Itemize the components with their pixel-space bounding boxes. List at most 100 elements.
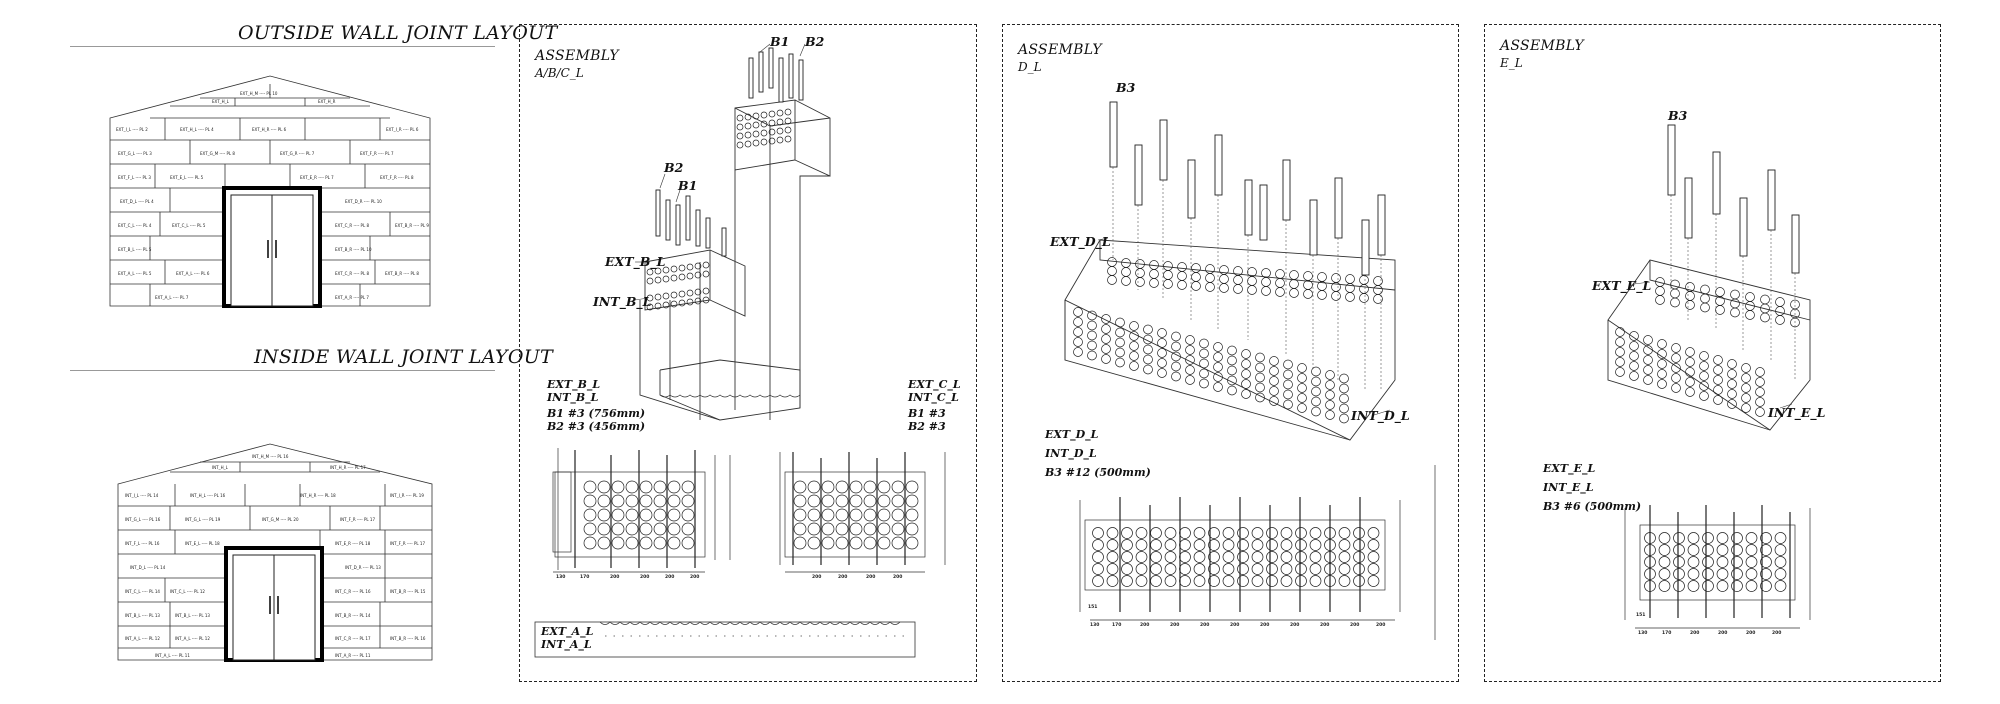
- svg-text:EXT_A_R ---- PL 7: EXT_A_R ---- PL 7: [335, 295, 369, 300]
- svg-text:EXT_H_L: EXT_H_L: [212, 99, 230, 104]
- svg-text:INT_C_R ---- PL 16: INT_C_R ---- PL 16: [335, 589, 371, 594]
- panel3-subheading: E_L: [1500, 56, 1523, 70]
- note-line: B1 #3: [908, 407, 946, 420]
- svg-text:INT_B_R ---- PL 16: INT_B_R ---- PL 16: [390, 636, 426, 641]
- svg-text:INT_B_R ---- PL 14: INT_B_R ---- PL 14: [335, 613, 371, 618]
- svg-text:EXT_H_R ---- PL 6: EXT_H_R ---- PL 6: [252, 127, 287, 132]
- svg-text:INT_H_L ---- PL 16: INT_H_L ---- PL 16: [190, 493, 226, 498]
- panel1-notes-left: EXT_B_L INT_B_L B1 #3 (756mm) B2 #3 (456…: [547, 378, 645, 433]
- label-ext-b: EXT_B_L: [605, 254, 666, 269]
- svg-text:EXT_F_L ---- PL 3: EXT_F_L ---- PL 3: [118, 175, 151, 180]
- panel2-subheading: D_L: [1018, 60, 1042, 74]
- panel1-notes-bottom: EXT_A_L INT_A_L: [541, 625, 593, 651]
- svg-text:EXT_B_R ---- PL 8: EXT_B_R ---- PL 8: [385, 271, 419, 276]
- svg-text:INT_H_R ---- PL 18: INT_H_R ---- PL 18: [300, 493, 336, 498]
- panel3-notes: EXT_E_L INT_E_L B3 #6 (500mm): [1543, 462, 1641, 513]
- panel2-heading: ASSEMBLY: [1018, 42, 1102, 58]
- svg-text:EXT_E_L ---- PL 5: EXT_E_L ---- PL 5: [170, 175, 204, 180]
- svg-text:INT_A_L ---- PL 12: INT_A_L ---- PL 12: [125, 636, 160, 641]
- svg-text:INT_B_L ---- PL 13: INT_B_L ---- PL 13: [175, 613, 210, 618]
- svg-text:INT_E_R ---- PL 18: INT_E_R ---- PL 18: [335, 541, 371, 546]
- svg-text:INT_A_L ---- PL 11: INT_A_L ---- PL 11: [155, 653, 190, 658]
- svg-text:INT_F_R ---- PL 17: INT_F_R ---- PL 17: [390, 541, 425, 546]
- svg-text:EXT_H_M ---- PL 10: EXT_H_M ---- PL 10: [240, 91, 278, 96]
- svg-text:EXT_H_L ---- PL 4: EXT_H_L ---- PL 4: [180, 127, 214, 132]
- note-line: EXT_B_L: [547, 378, 601, 391]
- svg-text:INT_C_L ---- PL 14: INT_C_L ---- PL 14: [125, 589, 160, 594]
- inside-title-rule: [70, 370, 495, 371]
- svg-text:EXT_G_M ---- PL 8: EXT_G_M ---- PL 8: [200, 151, 235, 156]
- svg-text:EXT_D_R ---- PL 10: EXT_D_R ---- PL 10: [345, 199, 382, 204]
- svg-text:EXT_B_R ---- PL 10: EXT_B_R ---- PL 10: [335, 247, 372, 252]
- label-b3: B3: [1116, 80, 1136, 95]
- svg-text:EXT_C_R ---- PL 8: EXT_C_R ---- PL 8: [335, 223, 369, 228]
- svg-text:EXT_B_L ---- PL 5: EXT_B_L ---- PL 5: [118, 247, 152, 252]
- svg-text:INT_D_L ---- PL 14: INT_D_L ---- PL 14: [130, 565, 166, 570]
- svg-text:INT_I_R ---- PL 19: INT_I_R ---- PL 19: [390, 493, 424, 498]
- assembly-abc-panel: [519, 24, 977, 682]
- svg-text:INT_F_L ---- PL 16: INT_F_L ---- PL 16: [125, 541, 160, 546]
- note-line: B2 #3: [908, 420, 946, 433]
- svg-text:INT_G_M ---- PL 20: INT_G_M ---- PL 20: [262, 517, 299, 522]
- panel1-notes-right: EXT_C_L INT_C_L B1 #3 B2 #3: [908, 378, 961, 433]
- label-b1-top: B1: [770, 34, 790, 49]
- svg-text:EXT_A_L ---- PL 5: EXT_A_L ---- PL 5: [118, 271, 152, 276]
- note-line: B2 #3 (456mm): [547, 420, 646, 433]
- svg-text:INT_H_L: INT_H_L: [212, 465, 229, 470]
- svg-text:INT_A_R ---- PL 11: INT_A_R ---- PL 11: [335, 653, 371, 658]
- assembly-d-panel: [1002, 24, 1459, 682]
- svg-text:INT_A_L ---- PL 12: INT_A_L ---- PL 12: [175, 636, 210, 641]
- svg-text:INT_C_R ---- PL 17: INT_C_R ---- PL 17: [335, 636, 371, 641]
- svg-text:INT_D_R ---- PL 13: INT_D_R ---- PL 13: [345, 565, 381, 570]
- svg-text:EXT_A_L ---- PL 6: EXT_A_L ---- PL 6: [176, 271, 210, 276]
- label-ext-d: EXT_D_L: [1050, 234, 1111, 249]
- panel1-subheading: A/B/C_L: [535, 66, 584, 80]
- label-b1-lower: B1: [678, 178, 698, 193]
- note-line: EXT_A_L: [541, 625, 594, 638]
- note-line: INT_D_L: [1045, 447, 1097, 460]
- svg-text:INT_I_L ---- PL 14: INT_I_L ---- PL 14: [125, 493, 159, 498]
- svg-text:EXT_B_R ---- PL 9: EXT_B_R ---- PL 9: [395, 223, 429, 228]
- svg-text:INT_G_L ---- PL 19: INT_G_L ---- PL 19: [185, 517, 221, 522]
- inside-layout-title: INSIDE WALL JOINT LAYOUT: [254, 346, 553, 368]
- note-line: INT_C_L: [908, 391, 959, 404]
- note-line: EXT_C_L: [908, 378, 961, 391]
- assembly-e-panel: [1484, 24, 1941, 682]
- note-line: INT_B_L: [547, 391, 599, 404]
- svg-text:EXT_G_L ---- PL 3: EXT_G_L ---- PL 3: [118, 151, 152, 156]
- svg-text:INT_F_R ---- PL 17: INT_F_R ---- PL 17: [340, 517, 375, 522]
- svg-text:INT_H_M ---- PL 16: INT_H_M ---- PL 16: [252, 454, 289, 459]
- note-line: B1 #3 (756mm): [547, 407, 646, 420]
- note-line: B3 #12 (500mm): [1045, 466, 1151, 479]
- label-b3-e: B3: [1668, 108, 1688, 123]
- svg-text:INT_E_L ---- PL 18: INT_E_L ---- PL 18: [185, 541, 220, 546]
- note-line: B3 #6 (500mm): [1543, 500, 1642, 513]
- svg-text:EXT_I_L ---- PL 2: EXT_I_L ---- PL 2: [116, 127, 148, 132]
- svg-text:EXT_C_R ---- PL 8: EXT_C_R ---- PL 8: [335, 271, 369, 276]
- svg-text:EXT_F_R ---- PL 8: EXT_F_R ---- PL 8: [380, 175, 414, 180]
- label-int-d: INT_D_L: [1351, 408, 1410, 423]
- svg-text:INT_B_R ---- PL 15: INT_B_R ---- PL 15: [390, 589, 426, 594]
- label-ext-e: EXT_E_L: [1592, 278, 1652, 293]
- svg-text:INT_B_L ---- PL 13: INT_B_L ---- PL 13: [125, 613, 160, 618]
- label-int-b: INT_B_L: [593, 294, 652, 309]
- svg-text:EXT_C_L ---- PL 5: EXT_C_L ---- PL 5: [172, 223, 206, 228]
- outside-layout-title: OUTSIDE WALL JOINT LAYOUT: [238, 22, 558, 44]
- svg-text:EXT_H_R: EXT_H_R: [318, 99, 336, 104]
- svg-text:INT_H_R ---- PL 17: INT_H_R ---- PL 17: [330, 465, 366, 470]
- note-line: EXT_D_L: [1045, 428, 1099, 441]
- svg-text:INT_G_L ---- PL 16: INT_G_L ---- PL 16: [125, 517, 161, 522]
- label-b2-top: B2: [805, 34, 825, 49]
- note-line: INT_E_L: [1543, 481, 1594, 494]
- svg-text:EXT_E_R ---- PL 7: EXT_E_R ---- PL 7: [300, 175, 334, 180]
- svg-text:EXT_F_R ---- PL 7: EXT_F_R ---- PL 7: [360, 151, 394, 156]
- svg-text:EXT_C_L ---- PL 4: EXT_C_L ---- PL 4: [118, 223, 152, 228]
- svg-text:EXT_A_L ---- PL 7: EXT_A_L ---- PL 7: [155, 295, 189, 300]
- svg-text:EXT_G_R ---- PL 7: EXT_G_R ---- PL 7: [280, 151, 315, 156]
- note-line: EXT_E_L: [1543, 462, 1596, 475]
- svg-text:EXT_I_R ---- PL 6: EXT_I_R ---- PL 6: [386, 127, 419, 132]
- label-b2-lower: B2: [664, 160, 684, 175]
- svg-text:INT_C_L ---- PL 12: INT_C_L ---- PL 12: [170, 589, 205, 594]
- panel2-notes: EXT_D_L INT_D_L B3 #12 (500mm): [1045, 428, 1151, 479]
- panel3-heading: ASSEMBLY: [1500, 38, 1584, 54]
